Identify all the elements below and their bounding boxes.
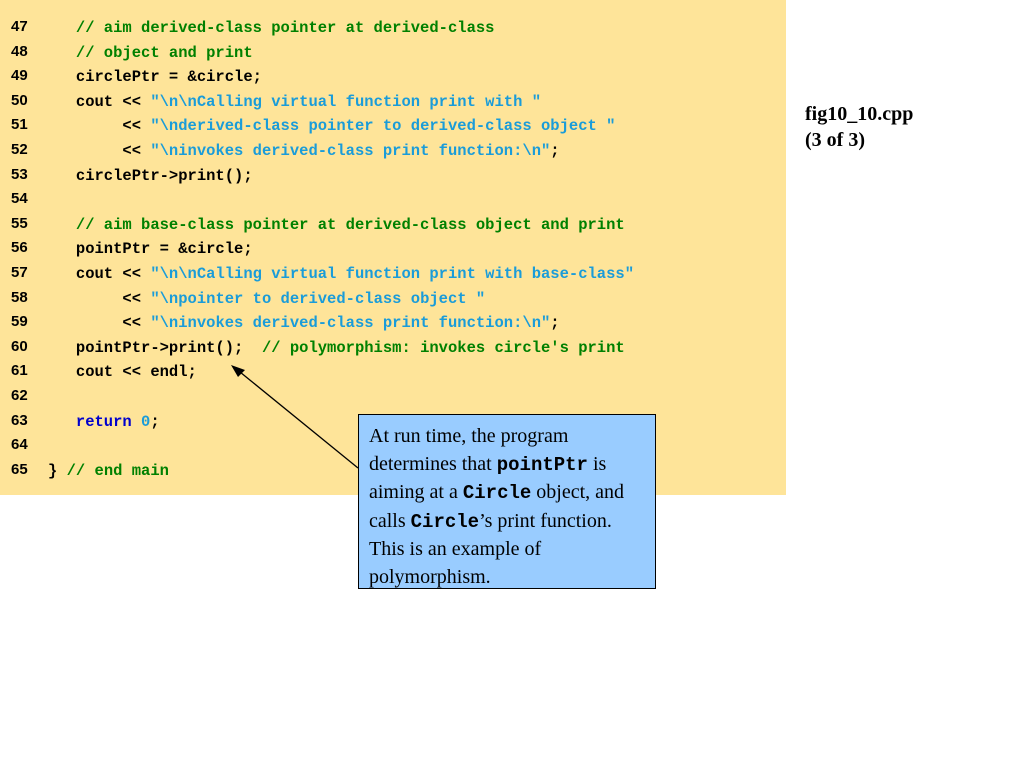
callout-code-term: Circle (410, 510, 480, 533)
code-line: 49 circlePtr = &circle; (0, 67, 786, 91)
code-line: 62 (0, 387, 786, 411)
code-token-plain: << (48, 117, 151, 136)
line-number: 47 (11, 18, 28, 35)
line-number: 58 (11, 288, 28, 306)
code-token-plain: ; (550, 142, 560, 160)
code-token-keyword: return (75, 412, 132, 431)
code-token-plain: ; (550, 314, 560, 333)
code-text: // aim base-class pointer at derived-cla… (48, 216, 625, 234)
code-token-plain: cout << endl; (48, 363, 197, 382)
code-line: 65} // end main (0, 461, 786, 485)
code-token-plain: << (48, 314, 151, 333)
code-text: pointPtr->print(); // polymorphism: invo… (48, 339, 625, 357)
callout-code-term: pointPtr (496, 453, 588, 476)
line-number: 48 (11, 42, 28, 60)
code-text: << "\ninvokes derived-class print functi… (48, 314, 560, 333)
slide-title-page: (3 of 3) (805, 129, 865, 151)
code-line: 63 return 0; (0, 412, 786, 436)
code-text: << "\nderived-class pointer to derived-c… (48, 117, 615, 135)
line-number: 55 (11, 214, 28, 232)
code-text: // object and print (48, 44, 253, 62)
code-text: pointPtr = &circle; (48, 240, 253, 258)
line-number: 64 (11, 436, 28, 454)
arrowhead-icon (231, 365, 245, 377)
callout-text: ’s print function. This is an example of… (369, 509, 612, 588)
line-number: 65 (11, 460, 28, 478)
code-text: } // end main (48, 462, 169, 480)
code-token-plain: << (48, 289, 151, 308)
line-number: 57 (11, 264, 28, 281)
code-text: return 0; (48, 413, 160, 431)
line-number: 53 (11, 165, 28, 183)
slide-title: fig10_10.cpp (3 of 3) (805, 101, 1005, 153)
code-line: 60 pointPtr->print(); // polymorphism: i… (0, 338, 786, 362)
code-token-string: "\npointer to derived-class object " (150, 289, 486, 308)
code-token-plain: cout << (48, 92, 151, 111)
line-number: 63 (11, 411, 28, 429)
code-token-string: "\ninvokes derived-class print function:… (150, 314, 551, 333)
code-line: 51 << "\nderived-class pointer to derive… (0, 116, 786, 140)
code-line: 61 cout << endl; (0, 362, 786, 386)
code-text: cout << "\n\nCalling virtual function pr… (48, 265, 634, 283)
code-token-comment: // aim derived-class pointer at derived-… (75, 19, 495, 37)
code-token-string: "\ninvokes derived-class print function:… (150, 142, 551, 160)
code-line: 54 (0, 190, 786, 214)
line-number: 61 (11, 362, 28, 380)
code-token-plain: circlePtr->print(); (48, 166, 253, 185)
callout-text: object, and calls (369, 481, 625, 532)
line-number: 59 (11, 313, 28, 331)
code-token-plain: << (48, 142, 151, 160)
callout-text: At run time, the program determines that (369, 425, 569, 475)
code-line: 59 << "\ninvokes derived-class print fun… (0, 313, 786, 337)
code-token-string: "\n\nCalling virtual function print with… (150, 265, 635, 283)
code-token-comment: // polymorphism: invokes circle's print (261, 338, 625, 357)
code-line: 48 // object and print (0, 43, 786, 67)
code-token-plain: } (48, 461, 67, 480)
code-line: 53 circlePtr->print(); (0, 166, 786, 190)
code-token-plain: cout << (48, 265, 151, 283)
code-line: 55 // aim base-class pointer at derived-… (0, 215, 786, 239)
code-line: 50 cout << "\n\nCalling virtual function… (0, 92, 786, 116)
line-number: 56 (11, 239, 28, 257)
code-text: cout << endl; (48, 363, 197, 381)
slide-title-filename: fig10_10.cpp (805, 103, 914, 125)
code-token-plain: pointPtr = &circle; (48, 240, 253, 259)
code-token-string: "\n\nCalling virtual function print with… (150, 92, 541, 111)
code-line: 47 // aim derived-class pointer at deriv… (0, 18, 786, 42)
code-token-plain: circlePtr = &circle; (48, 68, 262, 87)
code-line: 52 << "\ninvokes derived-class print fun… (0, 141, 786, 165)
callout-text: is aiming at a (369, 452, 607, 504)
code-text: << "\npointer to derived-class object " (48, 290, 485, 308)
line-number: 54 (11, 190, 28, 208)
line-number: 49 (11, 67, 28, 85)
line-number: 51 (11, 116, 28, 134)
code-text: cout << "\n\nCalling virtual function pr… (48, 93, 541, 111)
code-token-comment: // aim base-class pointer at derived-cla… (75, 215, 625, 234)
line-number: 52 (11, 141, 28, 158)
code-token-number: 0 (141, 412, 151, 431)
line-number: 60 (11, 337, 28, 355)
code-token-plain: pointPtr->print(); (48, 338, 262, 357)
code-text: // aim derived-class pointer at derived-… (48, 19, 495, 37)
code-token-comment: // object and print (75, 43, 253, 62)
code-token-plain: ; (150, 412, 160, 431)
code-text: circlePtr = &circle; (48, 68, 262, 86)
code-line: 58 << "\npointer to derived-class object… (0, 289, 786, 313)
callout-box: At run time, the program determines that… (358, 414, 656, 589)
code-line: 64 (0, 436, 786, 460)
code-listing-panel: 47 // aim derived-class pointer at deriv… (0, 0, 786, 495)
code-text: << "\ninvokes derived-class print functi… (48, 142, 560, 160)
code-line: 56 pointPtr = &circle; (0, 239, 786, 263)
code-line: 57 cout << "\n\nCalling virtual function… (0, 264, 786, 288)
line-number: 50 (11, 91, 28, 109)
code-token-comment: // end main (66, 461, 169, 480)
callout-code-term: Circle (462, 482, 532, 504)
code-token-string: "\nderived-class pointer to derived-clas… (150, 117, 616, 136)
code-text: circlePtr->print(); (48, 167, 253, 185)
line-number: 62 (11, 387, 28, 404)
